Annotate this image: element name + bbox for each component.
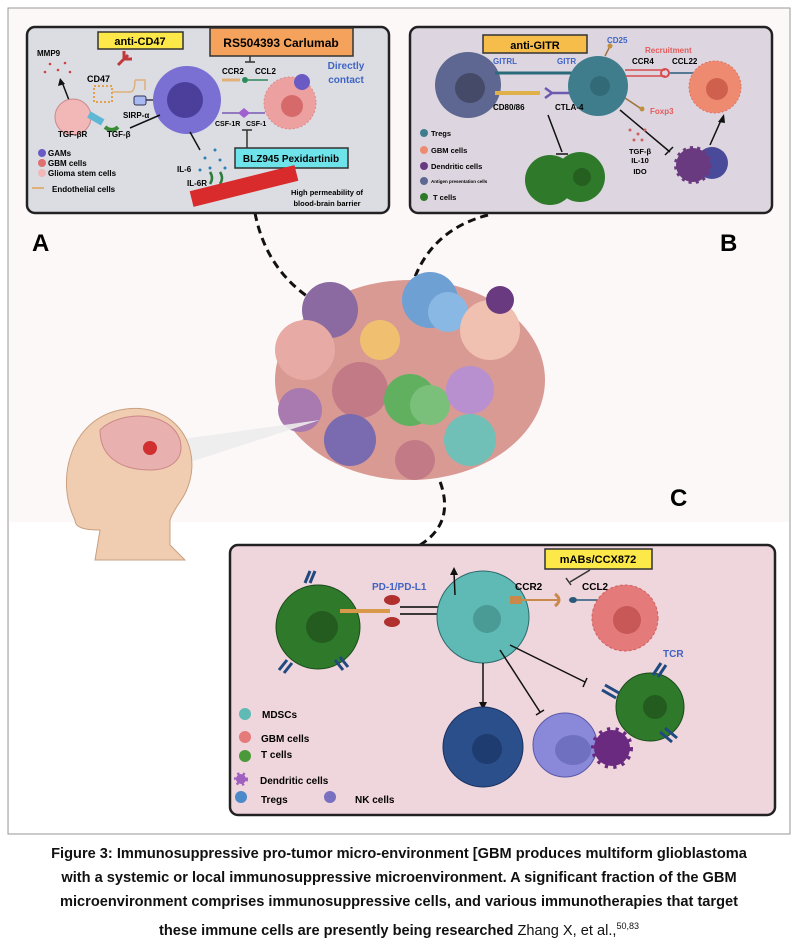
mmp9-dots-icon (43, 61, 72, 74)
csf1-label: CSF-1 (246, 121, 266, 128)
pd1-label: PD-1/PD-L1 (372, 582, 427, 593)
ccr4-label: CCR4 (632, 57, 654, 66)
gitrl-label: GITRL (493, 57, 517, 66)
tcr-label: TCR (663, 649, 684, 660)
panel-a-letter: A (32, 230, 49, 257)
anti-gitr-label (482, 34, 588, 54)
svg-text:T cells: T cells (261, 750, 293, 761)
svg-text:Tregs: Tregs (261, 795, 288, 806)
caption-text: these immune cells are presently being r… (158, 922, 514, 939)
svg-text:Dendritic cells: Dendritic cells (431, 162, 482, 171)
panel-c-legend: MDSCs GBM cells T cells Dendritic cells … (234, 708, 395, 806)
bbb-label-1: High permeability of (291, 188, 364, 197)
panel-a-legend: GAMs GBM cells Glioma stem cells Endothe… (32, 149, 117, 194)
svg-text:Antigen presentation cells: Antigen presentation cells (431, 179, 488, 184)
svg-text:Glioma stem cells: Glioma stem cells (48, 169, 117, 178)
carlumab-text: RS504393 Carlumab (223, 36, 338, 50)
ccl2-label: CCL2 (582, 582, 609, 593)
figure-caption: Figure 3: Immunosuppressive pro-tumor mi… (0, 842, 798, 943)
tumor-illustration (275, 272, 545, 480)
il10-label: IL-10 (631, 156, 649, 165)
anti-cd47-label (97, 31, 184, 50)
cd47-receptor-icon (93, 85, 113, 103)
svg-text:GBM cells: GBM cells (48, 159, 87, 168)
caption-line: these immune cells are presently being r… (0, 914, 798, 943)
panel-c: mABs/CCX872 PD-1/PD-L1 CCR2 CCL2 TCR M (228, 543, 777, 817)
anti-cd47-text: anti-CD47 (114, 36, 165, 48)
directly-label: Directly (328, 61, 365, 72)
contact-label: contact (328, 75, 364, 86)
il6-label: IL-6 (177, 165, 192, 174)
mabs-text: mABs/CCX872 (560, 554, 636, 566)
svg-text:NK cells: NK cells (355, 795, 395, 806)
svg-text:GBM cells: GBM cells (261, 734, 310, 745)
pexidartinib-text: BLZ945 Pexidartinib (243, 154, 339, 165)
svg-text:Tregs: Tregs (431, 129, 451, 138)
panel-b: anti-GITR CD25 Recruitment GITRL GITR CC… (408, 25, 774, 215)
dendritic-cell (674, 146, 712, 184)
svg-text:GBM cells: GBM cells (431, 146, 467, 155)
svg-text:T cells: T cells (433, 193, 456, 202)
figure-3: anti-CD47 RS504393 Carlumab MMP9 CD47 SI… (7, 7, 791, 835)
mmp9-label: MMP9 (37, 49, 61, 58)
caption-line: microenvironment comprises immunosuppres… (60, 894, 738, 910)
connector-b (410, 213, 489, 286)
mabs-label (544, 548, 653, 570)
ido-label: IDO (633, 167, 647, 176)
antibody-icon (116, 51, 132, 67)
panel-c-letter: C (670, 485, 687, 512)
csf1r-label: CSF-1R (215, 121, 240, 128)
human-head-illustration (65, 408, 320, 561)
ccr2-label: CCR2 (222, 67, 244, 76)
blood-brain-barrier (189, 165, 299, 207)
ccl2-label: CCL2 (255, 67, 276, 76)
caption-line: Figure 3: Immunosuppressive pro-tumor mi… (51, 846, 747, 862)
connector-c (419, 469, 447, 547)
cd25-label: CD25 (607, 36, 628, 45)
il6-dots-icon (198, 148, 227, 172)
tgfbr-label: TGF-βR (58, 130, 88, 139)
cd47-label: CD47 (87, 74, 110, 84)
bbb-label-2: blood-brain barrier (293, 199, 360, 208)
panel-a: anti-CD47 RS504393 Carlumab MMP9 CD47 SI… (25, 25, 391, 215)
ccr2-label: CCR2 (515, 582, 543, 593)
cd80-label: CD80/86 (493, 103, 525, 112)
svg-text:GAMs: GAMs (48, 149, 72, 158)
gitr-label: GITR (557, 57, 576, 66)
ccl22-label: CCL22 (672, 57, 698, 66)
svg-text:Endothelial cells: Endothelial cells (52, 185, 116, 194)
panel-b-letter: B (720, 230, 737, 257)
carlumab-label (209, 27, 354, 57)
sirp-label: SIRP-α (123, 111, 149, 120)
caption-reference: Zhang X, et al., (517, 922, 617, 939)
anti-gitr-text: anti-GITR (510, 40, 560, 52)
tgfb-label: TGF-β (107, 130, 131, 139)
foxp3-label: Foxp3 (650, 107, 674, 116)
arrow-icon (129, 114, 161, 129)
inhibit-icon (245, 56, 255, 63)
svg-text:Dendritic cells: Dendritic cells (260, 776, 329, 787)
panel-b-legend: Tregs GBM cells Dendritic cells Antigen … (420, 129, 488, 202)
ctla4-label: CTLA-4 (555, 103, 584, 112)
tgfb-label: TGF-β (629, 147, 651, 156)
caption-line: with a systemic or local immunosuppressi… (61, 870, 737, 886)
caption-citation: 50,83 (616, 921, 640, 931)
il6r-label: IL-6R (187, 179, 207, 188)
dendritic-cell (591, 727, 633, 769)
recruitment-label: Recruitment (645, 46, 692, 55)
svg-text:MDSCs: MDSCs (262, 710, 297, 721)
